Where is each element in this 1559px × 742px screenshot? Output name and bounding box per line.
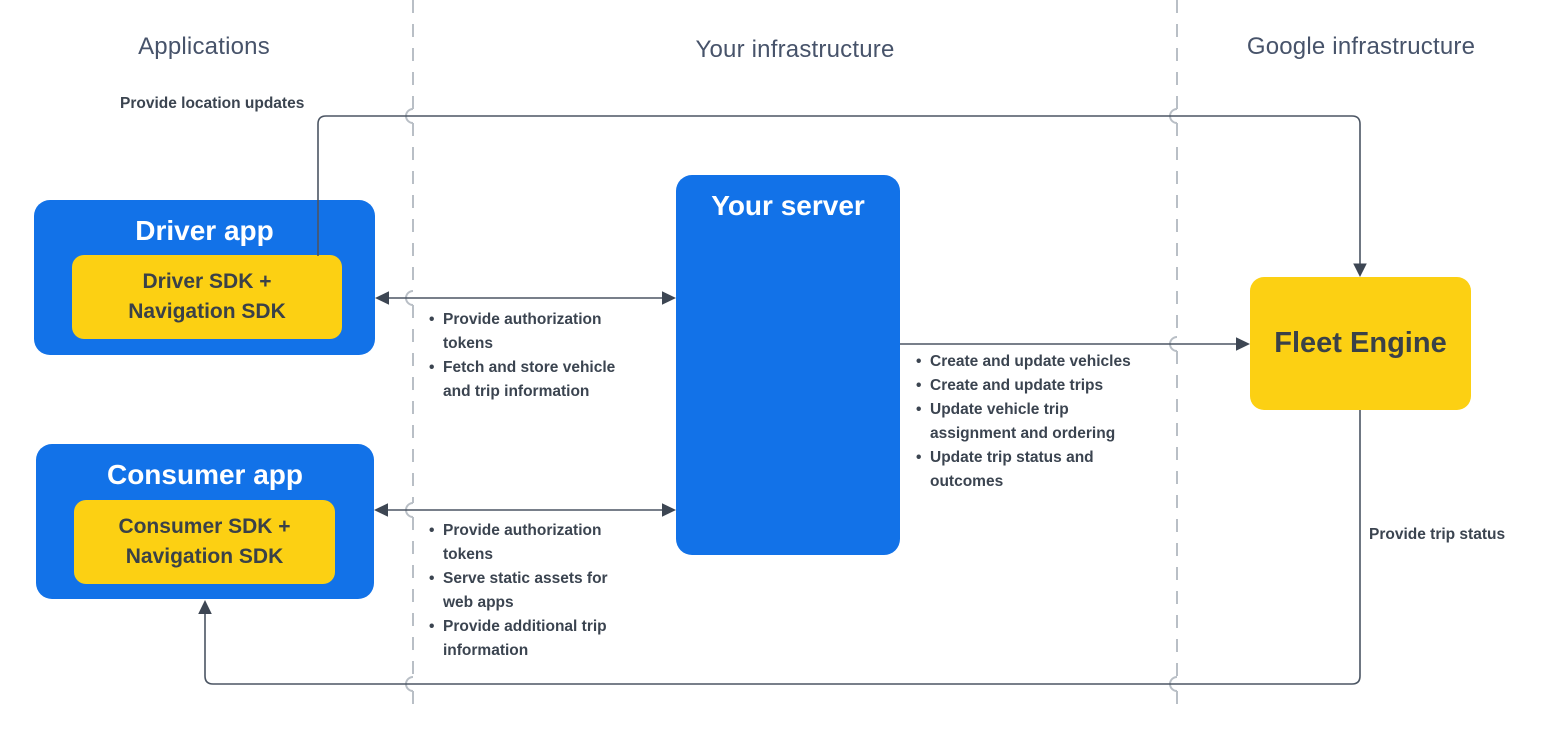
arrowhead-right-icon: [1236, 337, 1250, 351]
your-server-title: Your server: [711, 190, 865, 221]
consumer-app-title: Consumer app: [106, 459, 304, 490]
driver-server-bullet-list: Provide authorization tokens Fetch and s…: [428, 308, 642, 404]
bullet-item: Update trip status and outcomes: [915, 446, 1159, 494]
arrowhead-right-icon: [662, 503, 676, 517]
arrowhead-left-icon: [374, 503, 388, 517]
arrowhead-down-icon: [1353, 263, 1367, 277]
arrowhead-right-icon: [662, 291, 676, 305]
server-fleet-bullet-list: Create and update vehicles Create and up…: [915, 350, 1159, 494]
consumer-sdk-box: Consumer SDK + Navigation SDK: [74, 500, 335, 584]
driver-sdk-box: Driver SDK + Navigation SDK: [72, 255, 342, 339]
consumer-server-bullet-list: Provide authorization tokens Serve stati…: [428, 519, 612, 663]
provide-location-updates-label: Provide location updates: [120, 95, 305, 112]
fleet-engine-title: Fleet Engine: [1274, 327, 1447, 359]
bullet-item: Create and update trips: [915, 374, 1159, 398]
bullet-item: Provide authorization tokens: [428, 308, 642, 356]
fleet-engine-node: Fleet Engine: [1250, 277, 1471, 410]
bullet-item: Update vehicle trip assignment and order…: [915, 398, 1159, 446]
lane-divider-right: [1169, 0, 1178, 712]
lane-divider-left: [405, 0, 414, 712]
bullet-item: Provide authorization tokens: [428, 519, 612, 567]
lane-title-applications: Applications: [138, 33, 270, 60]
bullet-item: Fetch and store vehicle and trip informa…: [428, 356, 642, 404]
driver-app-node: Driver app Driver SDK + Navigation SDK: [34, 200, 375, 355]
your-server-node: Your server: [676, 175, 900, 555]
arrowhead-up-icon: [198, 600, 212, 614]
provide-trip-status-label: Provide trip status: [1369, 526, 1506, 543]
consumer-app-node: Consumer app Consumer SDK + Navigation S…: [36, 444, 374, 599]
arrowhead-left-icon: [375, 291, 389, 305]
lane-title-google-infrastructure: Google infrastructure: [1246, 33, 1476, 60]
bullet-item: Provide additional trip information: [428, 615, 612, 663]
lane-title-your-infrastructure: Your infrastructure: [695, 36, 895, 63]
bullet-item: Create and update vehicles: [915, 350, 1159, 374]
driver-app-title: Driver app: [135, 215, 274, 246]
bullet-item: Serve static assets for web apps: [428, 567, 612, 615]
